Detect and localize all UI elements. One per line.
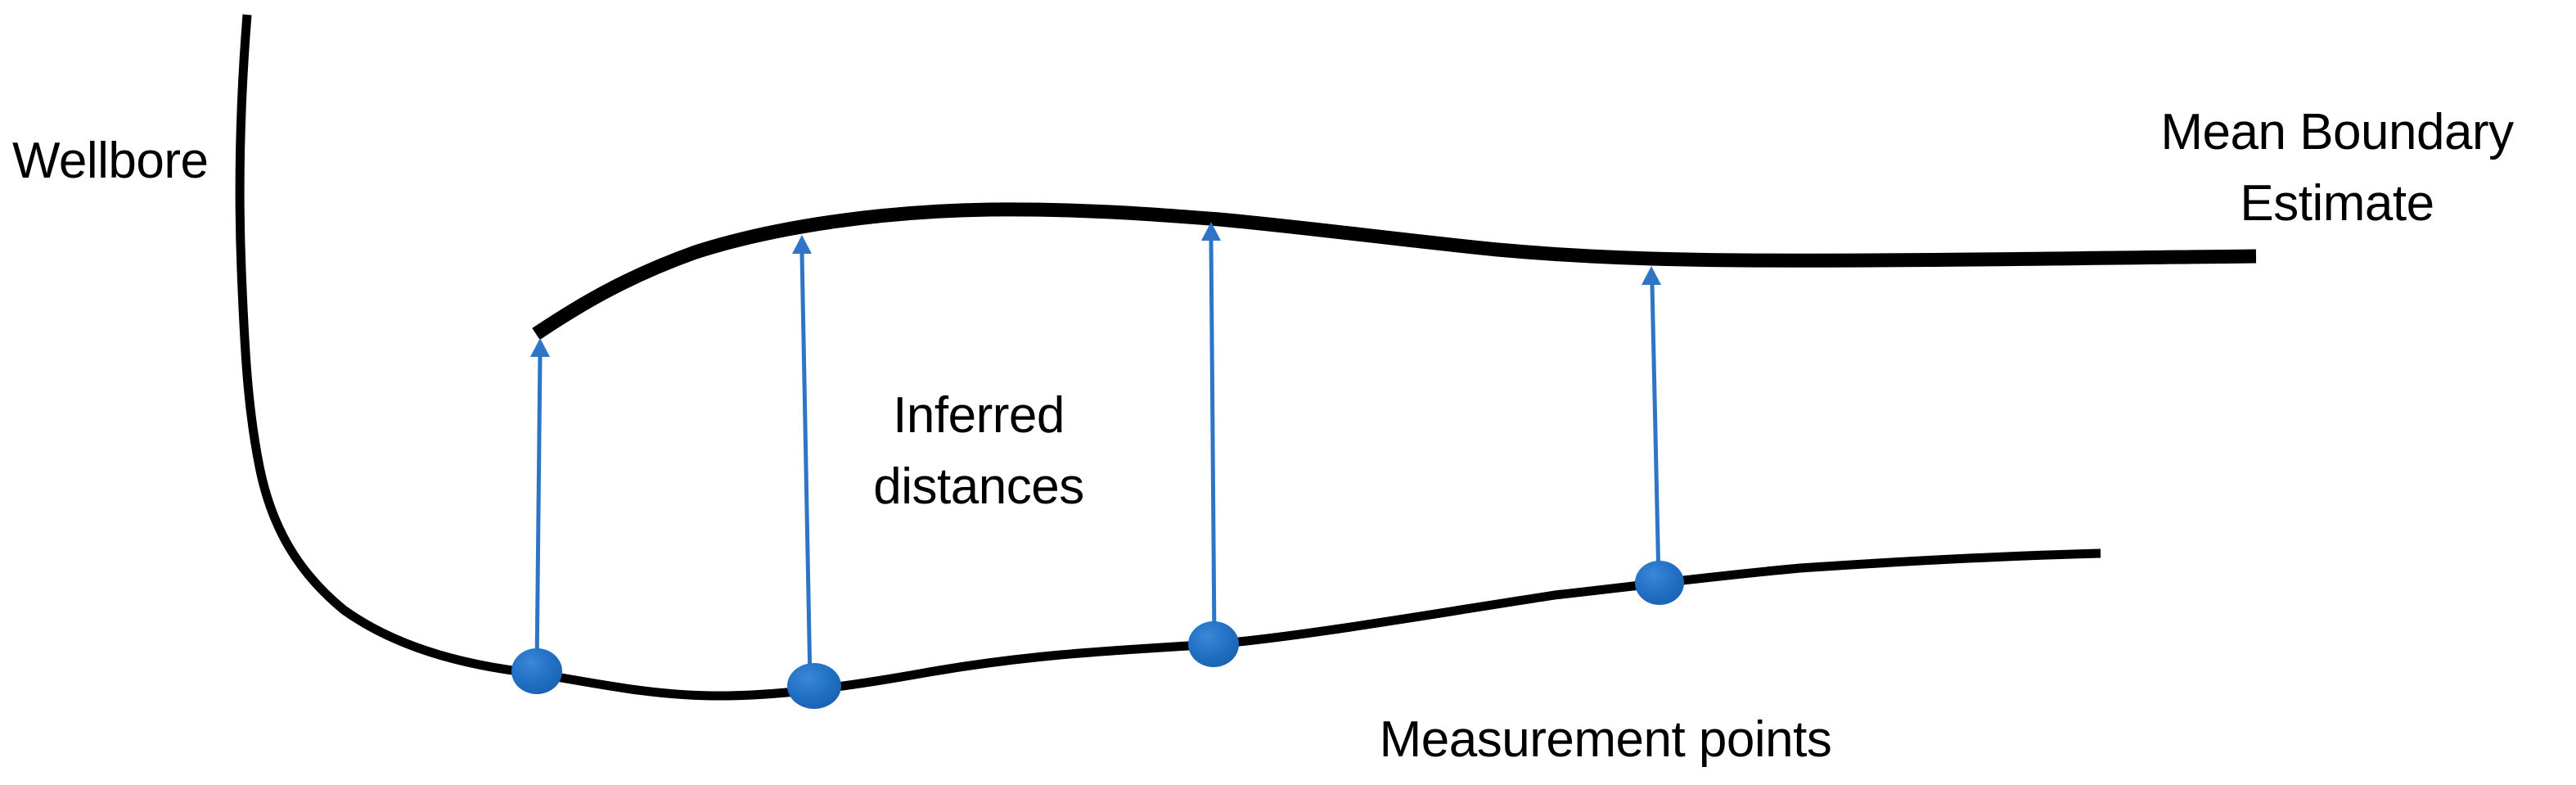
distance-arrow — [792, 235, 813, 683]
distance-arrow — [1201, 222, 1221, 642]
measurement-point-dot — [1188, 621, 1239, 667]
inferred-distance-arrows — [530, 222, 1661, 683]
distance-arrow — [1642, 266, 1661, 582]
measurement-point-dot — [787, 663, 841, 709]
mean-boundary-curve — [532, 202, 2257, 341]
inferred-distances-label-line2: distances — [873, 458, 1084, 515]
arrowhead-up-icon — [1201, 222, 1221, 241]
distance-arrow-line — [1650, 283, 1661, 582]
measurement-points-label: Measurement points — [1379, 711, 1832, 768]
mean-boundary-label-line1: Mean Boundary — [2160, 104, 2514, 160]
inferred-distances-label-line1: Inferred — [893, 387, 1065, 444]
arrowhead-up-icon — [1642, 266, 1661, 285]
distance-arrow-line — [1209, 239, 1217, 642]
arrowhead-up-icon — [792, 235, 812, 254]
arrowhead-up-icon — [530, 338, 550, 357]
measurement-point-dot — [511, 648, 562, 694]
inferred-distances-label: Inferred distances — [774, 380, 1183, 522]
wellbore-curve — [235, 14, 2101, 701]
wellbore-label: Wellbore — [12, 133, 209, 189]
mean-boundary-label: Mean Boundary Estimate — [2067, 97, 2576, 239]
distance-arrow-line — [799, 252, 813, 683]
measurement-points-group — [511, 561, 1684, 709]
mean-boundary-label-line2: Estimate — [2240, 175, 2434, 232]
distance-arrow-line — [534, 354, 543, 670]
measurement-point-dot — [1635, 561, 1684, 605]
distance-arrow — [530, 338, 550, 670]
